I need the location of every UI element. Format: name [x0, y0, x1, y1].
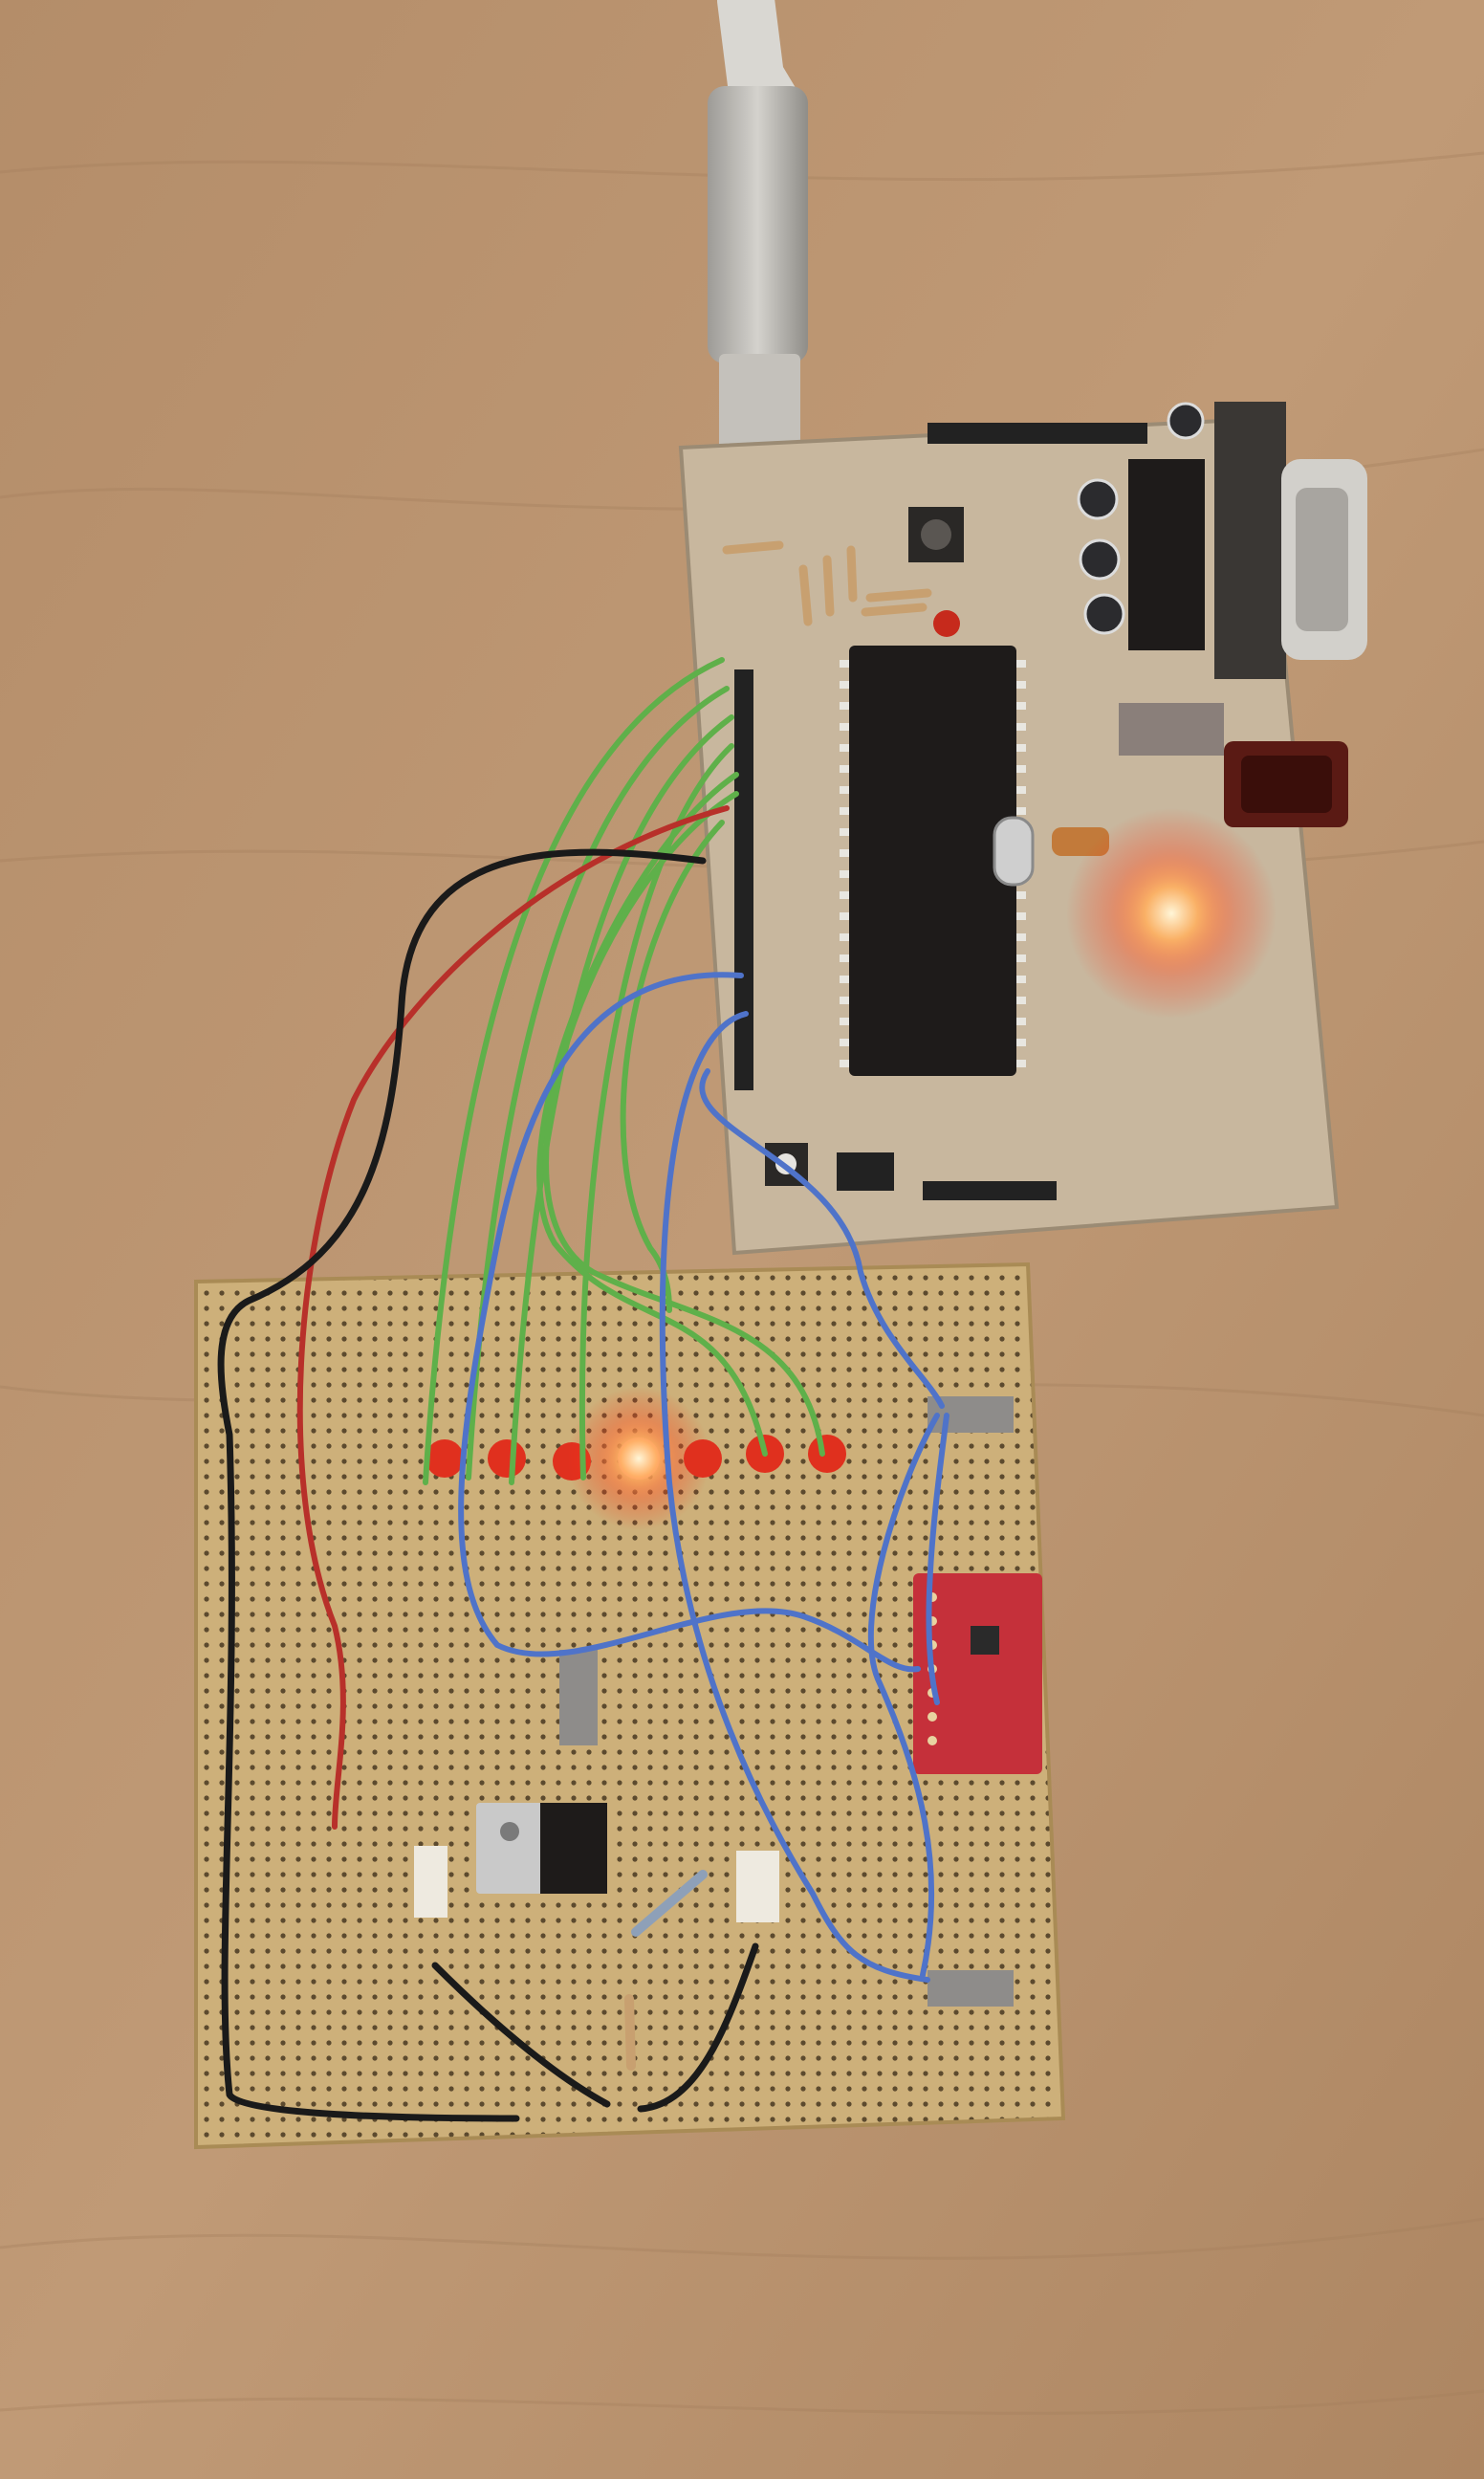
black-wire	[217, 848, 707, 2122]
dc-jack-icon	[1224, 741, 1348, 827]
led-5	[684, 1439, 722, 1478]
blue-wires	[458, 972, 949, 1983]
resistor-array-2	[559, 1650, 598, 1745]
dip40-chip-icon	[840, 646, 1026, 1076]
stripboard	[194, 1261, 1066, 2150]
green-wires	[423, 657, 825, 1485]
capacitor-box-2	[736, 1851, 779, 1922]
resistor-array-3	[928, 1970, 1014, 2007]
reset-button-icon	[908, 507, 964, 562]
resistors-pcb	[722, 540, 932, 626]
jumper-header	[837, 1152, 894, 1191]
black-jumpers	[431, 1942, 759, 2113]
red-wire	[296, 805, 730, 1830]
microcontroller-board	[678, 402, 1367, 1256]
crystal-icon	[993, 816, 1035, 887]
to220-regulator-icon	[476, 1803, 607, 1894]
resistor-2	[624, 1994, 636, 2071]
led-1	[426, 1439, 464, 1478]
board-led-red	[933, 610, 960, 637]
voltage-regulator-pcb	[1119, 703, 1224, 756]
pin-header-top	[928, 423, 1147, 444]
led-4-glow	[567, 1387, 710, 1530]
board-led-glow	[1066, 808, 1277, 1019]
pin-header-side	[734, 669, 753, 1090]
led-7	[808, 1435, 846, 1473]
led-row	[426, 1387, 846, 1530]
electrolytic-capacitors	[1077, 402, 1205, 635]
capacitor-box-1	[414, 1846, 447, 1918]
resistor-1	[631, 1870, 708, 1937]
pin-header-bottom	[923, 1181, 1057, 1200]
db9-connector-icon	[1214, 402, 1367, 679]
led-2	[488, 1439, 526, 1478]
dip16-chip-icon	[1128, 459, 1205, 650]
